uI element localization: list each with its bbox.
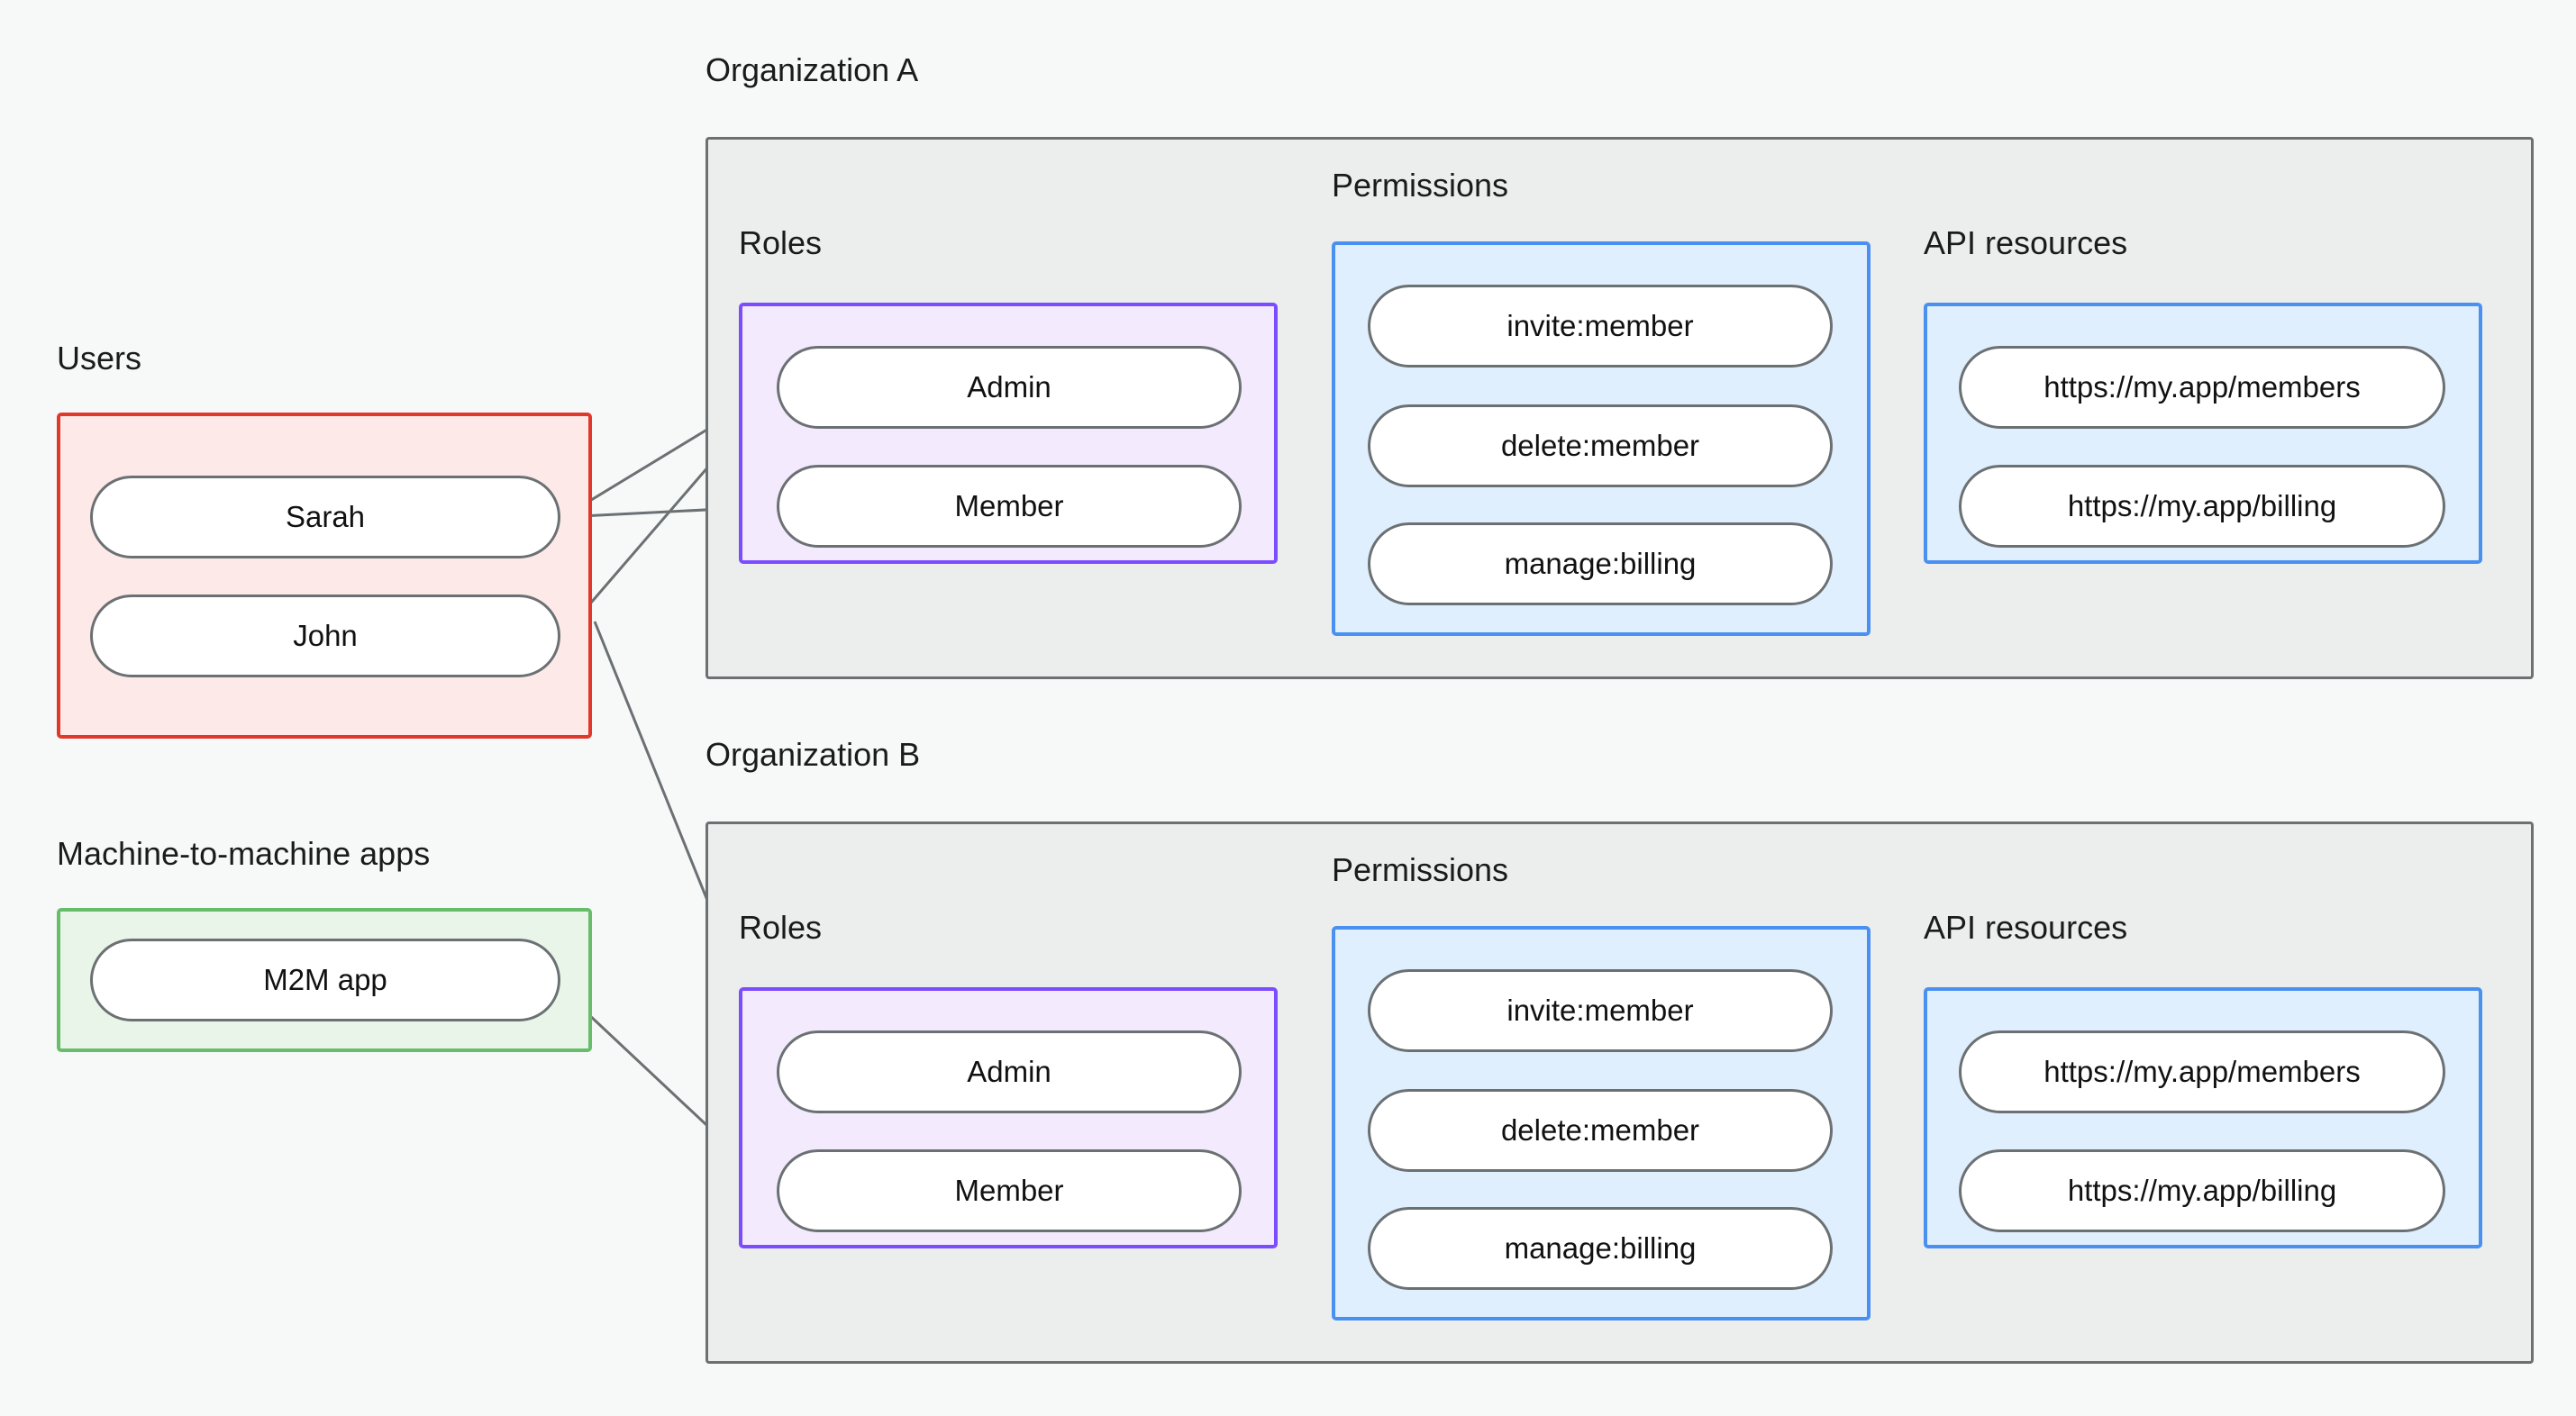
orgA-role-admin[interactable]: Admin [777, 346, 1242, 429]
orgB-permissions-label: Permissions [1332, 851, 1509, 888]
orgA-role-member[interactable]: Member [777, 465, 1242, 548]
users-group [57, 413, 592, 739]
orgA-permission-invite-member[interactable]: invite:member [1368, 285, 1833, 368]
orgB-api-resource-members[interactable]: https://my.app/members [1959, 1030, 2445, 1113]
orgA-api-resource-members[interactable]: https://my.app/members [1959, 346, 2445, 429]
orgB-role-member[interactable]: Member [777, 1149, 1242, 1232]
orgB-api-resources-label: API resources [1924, 909, 2128, 946]
orgA-permissions-label: Permissions [1332, 167, 1509, 204]
orgB-role-admin[interactable]: Admin [777, 1030, 1242, 1113]
m2m-node-app[interactable]: M2M app [90, 939, 560, 1021]
orgB-permission-invite-member[interactable]: invite:member [1368, 969, 1833, 1052]
orgA-api-resource-billing[interactable]: https://my.app/billing [1959, 465, 2445, 548]
m2m-group-label: Machine-to-machine apps [57, 835, 431, 872]
orgA-api-resources-label: API resources [1924, 224, 2128, 261]
user-node-john[interactable]: John [90, 595, 560, 677]
orgA-permission-manage-billing[interactable]: manage:billing [1368, 522, 1833, 605]
orgA-roles-label: Roles [739, 224, 823, 261]
orgB-permission-delete-member[interactable]: delete:member [1368, 1089, 1833, 1172]
orgB-permission-manage-billing[interactable]: manage:billing [1368, 1207, 1833, 1290]
organization-a-label: Organization A [705, 51, 919, 88]
orgB-api-resource-billing[interactable]: https://my.app/billing [1959, 1149, 2445, 1232]
user-node-sarah[interactable]: Sarah [90, 476, 560, 558]
orgB-roles-label: Roles [739, 909, 823, 946]
orgA-permission-delete-member[interactable]: delete:member [1368, 404, 1833, 487]
users-group-label: Users [57, 340, 142, 377]
organization-b-label: Organization B [705, 736, 921, 773]
